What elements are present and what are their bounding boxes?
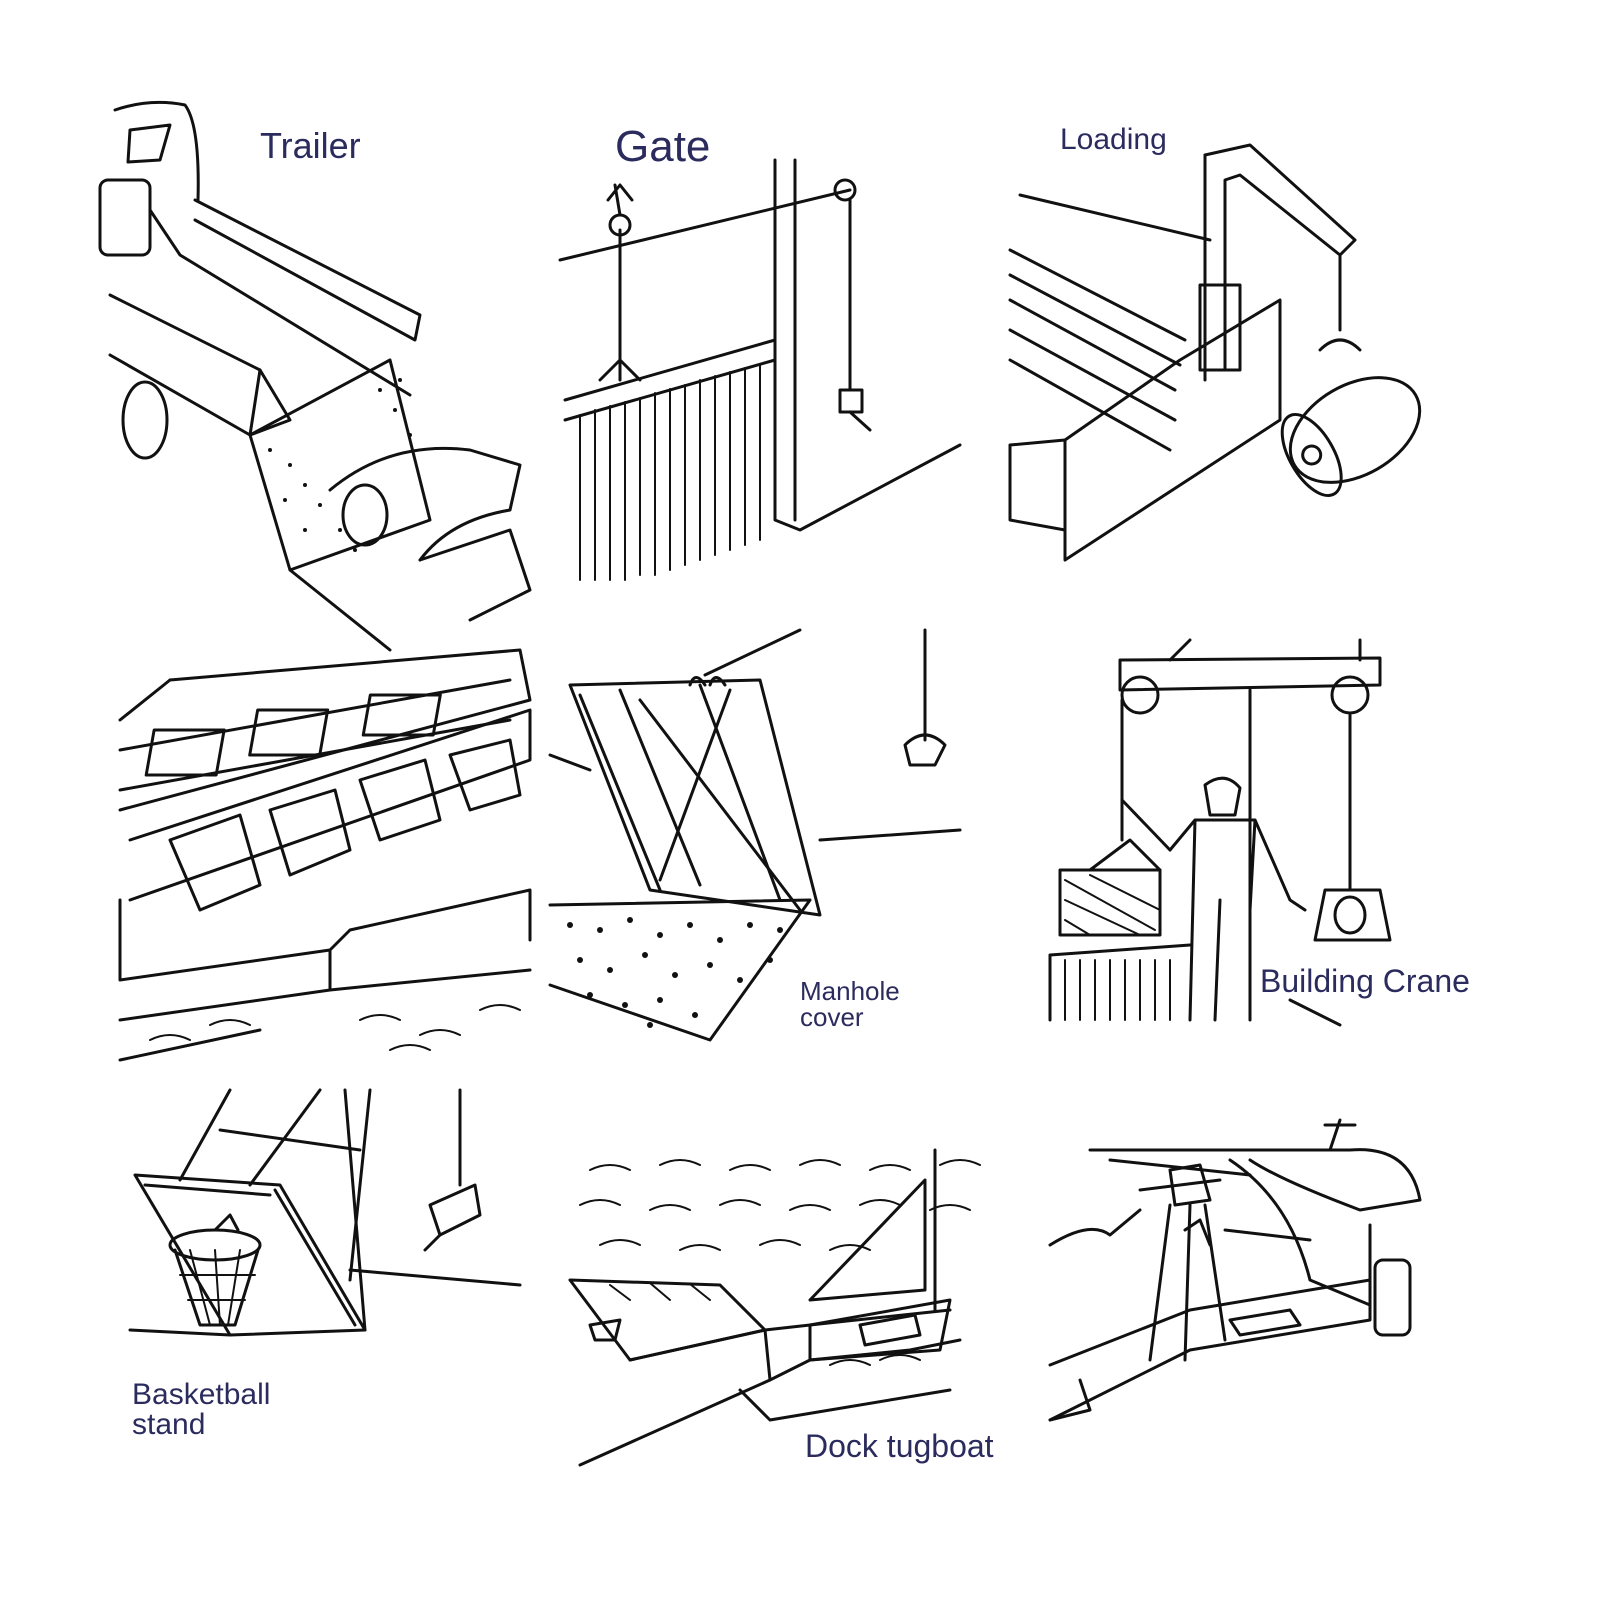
panel-manhole-cover: Manhole cover: [548, 628, 970, 1060]
panel-dock-tugboat: Dock tugboat: [568, 1148, 1000, 1520]
gate-drawing: [558, 158, 962, 581]
panel-label-loading: Loading: [1060, 123, 1167, 156]
panel-ship-hatch: [110, 640, 540, 1070]
panel-building-crane: Building Crane: [1048, 638, 1500, 1060]
trailer-drawing: [98, 100, 532, 652]
panel-label-manhole-cover: Manhole cover: [800, 976, 900, 1032]
gate-bars: [579, 363, 761, 581]
panel-loading: Loading: [1008, 100, 1450, 590]
panel-label-basketball-stand: Basketball stand: [132, 1378, 271, 1441]
panel-gate: Gate: [558, 90, 980, 610]
basketball-stand-drawing: [128, 1088, 522, 1337]
manhole-cover-drawing: [548, 628, 962, 1042]
panel-label-building-crane: Building Crane: [1260, 963, 1470, 999]
panel-label-trailer: Trailer: [260, 125, 361, 166]
panel-label-gate: Gate: [615, 122, 711, 171]
panel-boat-trailer: [1048, 1118, 1470, 1480]
panel-basketball-stand: Basketball stand: [120, 1088, 540, 1470]
ship-hatch-drawing: [118, 648, 532, 1062]
boat-trailer-drawing: [1048, 1118, 1422, 1422]
building-crane-drawing: [1048, 638, 1392, 1027]
loading-drawing: [1008, 143, 1422, 562]
ramp-dots: [268, 378, 412, 552]
panel-label-dock-tugboat: Dock tugboat: [805, 1428, 994, 1464]
gravel-dots: [567, 917, 783, 1028]
dock-tugboat-drawing: [568, 1148, 981, 1467]
panel-trailer: Trailer: [90, 90, 550, 652]
